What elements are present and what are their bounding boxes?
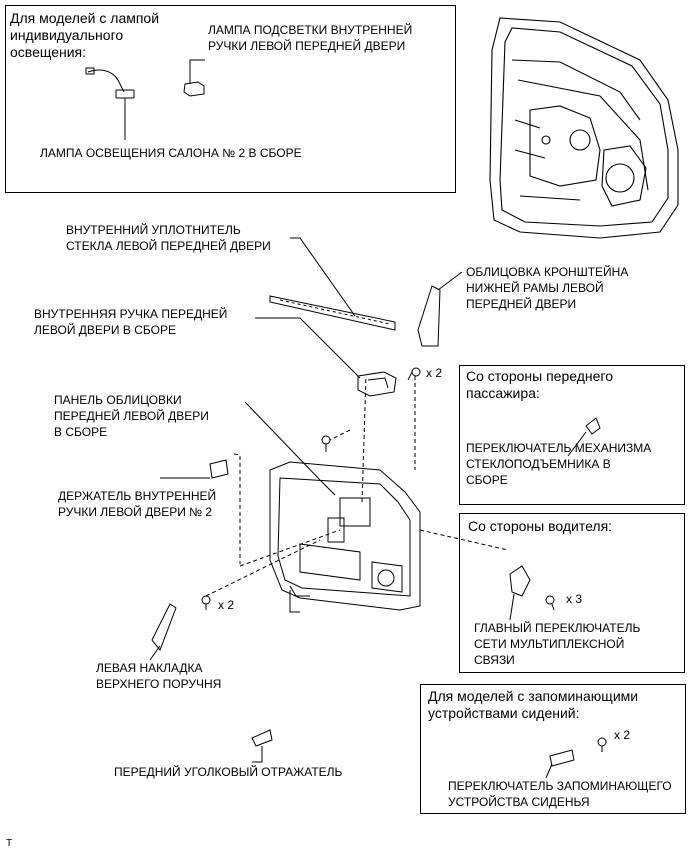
- label-line: ЛЕВОЙ ДВЕРИ В СБОРЕ: [34, 323, 176, 337]
- heading-line: освещения:: [10, 44, 87, 60]
- label-line: ПЕРЕКЛЮЧАТЕЛЬ МЕХАНИЗМА: [466, 441, 652, 455]
- corner-mark: T: [6, 838, 13, 849]
- bracket-garnish-label: ОБЛИЦОВКА КРОНШТЕЙНА НИЖНЕЙ РАМЫ ЛЕВОЙ П…: [466, 264, 628, 312]
- memory-switch-part: [549, 749, 575, 767]
- trim-screw-qty: x 2: [218, 598, 235, 612]
- passenger-switch-label: ПЕРЕКЛЮЧАТЕЛЬ МЕХАНИЗМА СТЕКЛОПОДЪЕМНИКА…: [466, 440, 651, 488]
- passenger-side-box: [459, 365, 685, 505]
- label-line: СБОРЕ: [466, 473, 508, 487]
- heading-line: индивидуального: [10, 27, 124, 43]
- label-line: РУЧКИ ЛЕВОЙ ДВЕРИ № 2: [58, 505, 213, 519]
- label-line: ГЛАВНЫЙ ПЕРЕКЛЮЧАТЕЛЬ: [474, 621, 641, 635]
- inside-handle-part: [357, 371, 397, 397]
- room-lamp-wire: [87, 69, 125, 93]
- label-line: РУЧКИ ЛЕВОЙ ПЕРЕДНЕЙ ДВЕРИ: [208, 39, 406, 53]
- label-line: ПЕРЕДНЕЙ ДВЕРИ: [466, 297, 577, 311]
- heading-line: пассажира:: [466, 385, 540, 401]
- master-switch-label: ГЛАВНЫЙ ПЕРЕКЛЮЧАТЕЛЬ СЕТИ МУЛЬТИПЛЕКСНО…: [474, 620, 640, 668]
- heading-line: Со стороны переднего: [466, 368, 613, 384]
- label-line: ЛАМПА ПОДСВЕТКИ ВНУТРЕННЕЙ: [208, 23, 413, 37]
- memory-switch-label: ПЕРЕКЛЮЧАТЕЛЬ ЗАПОМИНАЮЩЕГО УСТРОЙСТВА С…: [448, 778, 672, 810]
- label-line: ПЕРЕДНЕЙ ЛЕВОЙ ДВЕРИ: [54, 409, 209, 423]
- label-line: СЕТИ МУЛЬТИПЛЕКСНОЙ: [474, 637, 625, 651]
- memory-seat-box: [420, 684, 686, 814]
- weatherstrip-label: ВНУТРЕННИЙ УПЛОТНИТЕЛЬ СТЕКЛА ЛЕВОЙ ПЕРЕ…: [66, 222, 271, 254]
- weatherstrip-part: [269, 295, 396, 331]
- reflector-part: [251, 729, 273, 747]
- master-switch-part: [509, 565, 531, 597]
- bracket-garnish-part: [417, 285, 441, 347]
- heading-line: Для моделей с запоминающими: [428, 688, 639, 704]
- memory-heading: Для моделей с запоминающими устройствами…: [428, 688, 638, 722]
- label-line: ВНУТРЕННИЙ УПЛОТНИТЕЛЬ: [66, 223, 241, 237]
- label-line: СТЕКЛА ЛЕВОЙ ПЕРЕДНЕЙ ДВЕРИ: [66, 239, 271, 253]
- armrest-cover-part: [151, 603, 177, 651]
- label-line: ЛЕВАЯ НАКЛАДКА: [96, 661, 203, 675]
- courtesy-lamp-label: ЛАМПА ПОДСВЕТКИ ВНУТРЕННЕЙ РУЧКИ ЛЕВОЙ П…: [208, 22, 412, 54]
- label-line: ПАНЕЛЬ ОБЛИЦОВКИ: [54, 393, 182, 407]
- room-lamp-label: ЛАМПА ОСВЕЩЕНИЯ САЛОНА № 2 В СБОРЕ: [40, 146, 302, 160]
- heading-line: Для моделей с лампой: [10, 10, 160, 26]
- label-line: НИЖНЕЙ РАМЫ ЛЕВОЙ: [466, 281, 604, 295]
- label-line: ПЕРЕКЛЮЧАТЕЛЬ ЗАПОМИНАЮЩЕГО: [448, 779, 672, 793]
- inside-handle-label: ВНУТРЕННЯЯ РУЧКА ПЕРЕДНЕЙ ЛЕВОЙ ДВЕРИ В …: [34, 306, 227, 338]
- label-line: СВЯЗИ: [474, 653, 515, 667]
- door-frame-drawing: [489, 17, 679, 239]
- memory-switch-screw-qty: x 2: [614, 728, 631, 742]
- label-line: ОБЛИЦОВКА КРОНШТЕЙНА: [466, 265, 629, 279]
- trim-panel-drawing: [269, 461, 421, 611]
- handle-bezel-part: [209, 459, 229, 479]
- label-line: ДЕРЖАТЕЛЬ ВНУТРЕННЕЙ: [58, 489, 217, 503]
- handle-screw-qty: x 2: [426, 366, 443, 380]
- label-line: УСТРОЙСТВА СИДЕНЬЯ: [448, 795, 590, 809]
- driver-heading: Со стороны водителя:: [468, 518, 613, 534]
- label-line: ВНУТРЕННЯЯ РУЧКА ПЕРЕДНЕЙ: [34, 307, 228, 321]
- passenger-switch-part: [585, 417, 601, 435]
- room-lamp-part: [115, 89, 135, 99]
- individual-lamp-heading: Для моделей с лампой индивидуального осв…: [10, 10, 159, 61]
- driver-side-box: [459, 513, 685, 673]
- individual-lamp-box: [5, 5, 456, 193]
- trim-board-label: ПАНЕЛЬ ОБЛИЦОВКИ ПЕРЕДНЕЙ ЛЕВОЙ ДВЕРИ В …: [54, 392, 209, 440]
- label-line: В СБОРЕ: [54, 425, 108, 439]
- armrest-cover-label: ЛЕВАЯ НАКЛАДКА ВЕРХНЕГО ПОРУЧНЯ: [96, 660, 221, 692]
- master-switch-screw-qty: x 3: [566, 592, 583, 606]
- label-line: СТЕКЛОПОДЪЕМНИКА В: [466, 457, 611, 471]
- heading-line: устройствами сидений:: [428, 705, 580, 721]
- passenger-heading: Со стороны переднего пассажира:: [466, 368, 613, 402]
- label-line: ВЕРХНЕГО ПОРУЧНЯ: [96, 677, 222, 691]
- reflector-label: ПЕРЕДНИЙ УГОЛКОВЫЙ ОТРАЖАТЕЛЬ: [114, 765, 343, 779]
- handle-bezel-label: ДЕРЖАТЕЛЬ ВНУТРЕННЕЙ РУЧКИ ЛЕВОЙ ДВЕРИ №…: [58, 488, 216, 520]
- courtesy-lamp-part: [183, 81, 205, 97]
